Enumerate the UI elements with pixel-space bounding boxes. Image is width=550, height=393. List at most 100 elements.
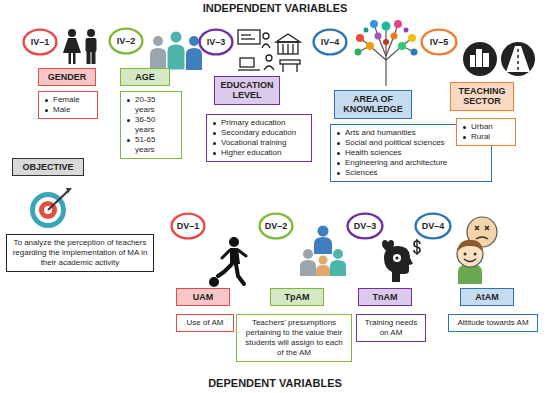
group-icon [298, 224, 348, 278]
node-text: 20-35 years [135, 95, 177, 115]
list-item: Vocational training [213, 138, 307, 148]
variable-name-box: AtAM [460, 288, 514, 306]
bullet-dot [337, 162, 340, 165]
attitude-icon [454, 214, 506, 286]
node-text: IV–1 [31, 37, 50, 47]
node-text: Female [53, 95, 80, 105]
description-box: Training needs on AM [356, 314, 426, 342]
variable-code-ellipse: DV–1 [170, 212, 206, 240]
bullet-dot [127, 139, 130, 142]
node-text: DV–4 [422, 221, 445, 231]
node-text: Attitude towards AM [453, 318, 533, 328]
list-item: Male [45, 105, 93, 115]
node-text: Training needs on AM [361, 318, 421, 338]
variable-name-box: AGE [120, 68, 170, 86]
heading-text: DEPENDENT VARIABLES [208, 377, 342, 389]
variable-name-box: TnAM [358, 288, 412, 306]
heading-text: INDEPENDENT VARIABLES [203, 2, 348, 14]
list-item: Health sciences [337, 148, 487, 158]
player-icon [208, 236, 254, 288]
bullet-dot [337, 132, 340, 135]
knowledge-tree-icon [350, 16, 422, 88]
bullet-dot [213, 122, 216, 125]
list-item: Engineering and architecture [337, 158, 487, 168]
bullet-dot [127, 119, 130, 122]
list-item: 51-65 years [127, 135, 177, 155]
node-text: 51-65 years [135, 135, 177, 155]
bullet-dot [213, 142, 216, 145]
description-box: Use of AM [176, 314, 234, 332]
list-item: 20-35 years [127, 95, 177, 115]
bullet-dot [337, 152, 340, 155]
variable-name-box: EDUCATION LEVEL [214, 76, 280, 105]
variable-code-ellipse: IV–2 [108, 27, 144, 55]
node-text: Vocational training [221, 138, 286, 148]
list-item: Rural [463, 132, 511, 142]
variable-name-box: TpAM [270, 288, 324, 306]
list-item: Primary education [213, 118, 307, 128]
node-text: EDUCATION LEVEL [218, 80, 276, 101]
list-item: 36-50 years [127, 115, 177, 135]
bullet-dot [213, 152, 216, 155]
node-text: IV–2 [117, 36, 136, 46]
list-item: Higher education [213, 148, 307, 158]
category-list-box: FemaleMale [38, 91, 98, 119]
node-text: AREA OF KNOWLEDGE [338, 94, 408, 115]
node-text: Social and political sciences [345, 138, 445, 148]
node-text: Sciences [345, 168, 377, 178]
node-text: TpAM [274, 292, 320, 302]
variable-code-ellipse: IV–5 [420, 28, 458, 56]
node-text: Urban [471, 122, 493, 132]
node-text: DV–1 [177, 221, 200, 231]
node-text: AGE [124, 72, 166, 82]
node-text: OBJECTIVE [17, 162, 79, 172]
sector-icon [462, 40, 538, 78]
node-text: IV–4 [321, 37, 340, 47]
node-text: IV–5 [430, 37, 449, 47]
node-text: IV–3 [207, 37, 226, 47]
node-text: 36-50 years [135, 115, 177, 135]
node-text: TnAM [362, 292, 408, 302]
variable-code-ellipse: DV–3 [346, 212, 384, 240]
variable-code-ellipse: IV–4 [312, 28, 348, 56]
description-box: Teachers' presumptions pertaining to the… [236, 314, 352, 362]
bullet-dot [463, 126, 466, 129]
node-text: Male [53, 105, 70, 115]
bullet-dot [127, 99, 130, 102]
node-text: AtAM [464, 292, 510, 302]
variable-name-box: TEACHING SECTOR [450, 82, 514, 111]
node-text: Rural [471, 132, 490, 142]
variable-code-ellipse: DV–2 [258, 212, 294, 240]
description-box: To analyze the perception of teachers re… [6, 234, 154, 272]
bullet-dot [463, 136, 466, 139]
node-text: Secondary education [221, 128, 296, 138]
node-text: DV–2 [265, 221, 288, 231]
variable-name-box: UAM [176, 288, 230, 306]
bullet-dot [337, 172, 340, 175]
target-icon [28, 186, 74, 230]
node-text: Teachers' presumptions pertaining to the… [241, 318, 347, 358]
training-needs-icon [376, 238, 424, 284]
gender-icon [62, 28, 102, 66]
list-item: Female [45, 95, 93, 105]
variable-code-ellipse: IV–3 [198, 28, 234, 56]
description-box: Attitude towards AM [448, 314, 538, 332]
bullet-dot [213, 132, 216, 135]
objective-box: OBJECTIVE [12, 158, 84, 176]
variable-name-box: GENDER [38, 68, 96, 86]
list-item: Urban [463, 122, 511, 132]
node-text: TEACHING SECTOR [454, 86, 510, 107]
variable-name-box: AREA OF KNOWLEDGE [334, 90, 412, 119]
bullet-dot [45, 109, 48, 112]
category-list-box: Primary educationSecondary educationVoca… [206, 114, 312, 162]
node-text: Higher education [221, 148, 281, 158]
node-text: Health sciences [345, 148, 401, 158]
section-heading: DEPENDENT VARIABLES [0, 377, 550, 389]
bullet-dot [337, 142, 340, 145]
list-item: Secondary education [213, 128, 307, 138]
node-text: To analyze the perception of teachers re… [11, 238, 149, 268]
node-text: GENDER [42, 72, 92, 82]
node-text: Use of AM [181, 318, 229, 328]
bullet-dot [45, 99, 48, 102]
section-heading: INDEPENDENT VARIABLES [0, 2, 550, 14]
